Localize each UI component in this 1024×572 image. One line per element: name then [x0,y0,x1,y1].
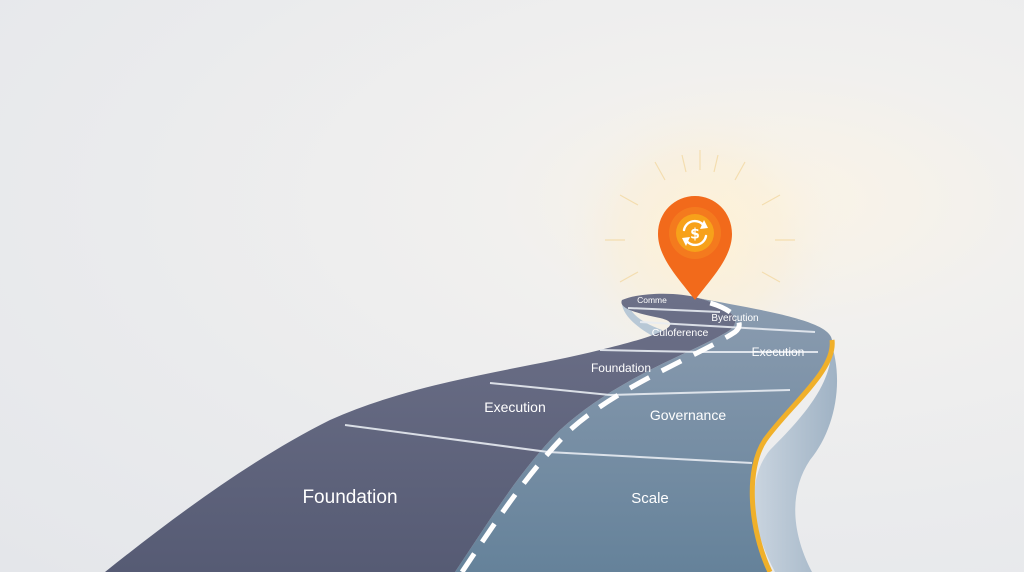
road-side-wall [754,340,838,572]
label-scale: Scale [631,490,669,507]
road-left-lane [105,293,736,572]
road-center-dashes [459,297,742,572]
label-execution-mid: Execution [484,399,545,415]
label-foundation-large: Foundation [302,487,397,508]
road-side-wall-far [621,300,662,340]
road-right-lane [455,298,833,572]
segment-dividers [344,307,818,464]
label-coherence: Culoference [652,327,709,339]
road-edge-line [749,339,835,572]
glow-rays [605,150,795,283]
label-commerce: Comme [637,295,667,305]
svg-text:$: $ [690,227,700,243]
refresh-dollar-icon: $ [682,219,708,247]
label-governance: Governance [650,407,726,423]
label-foundation-small: Foundation [591,361,651,375]
label-byexecution: Byercution [711,313,758,324]
location-pin-icon: $ [658,196,732,300]
label-execution-far: Execution [752,345,805,359]
